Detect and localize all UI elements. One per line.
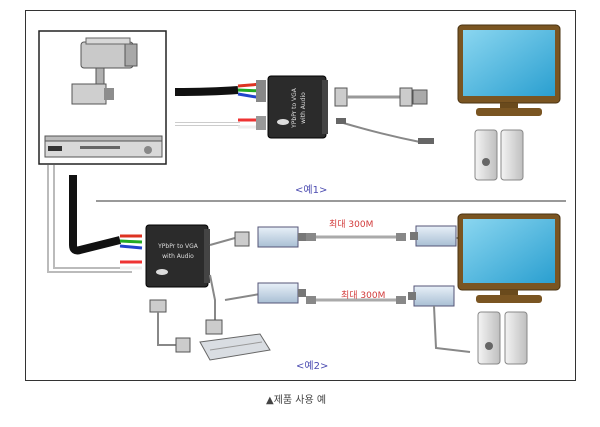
utp-cables — [306, 233, 406, 304]
converter-box-1: YPbPr to VGA with Audio — [267, 75, 328, 139]
example1-cables-out — [334, 87, 434, 144]
converter1-line1: YPbPr to VGA — [291, 87, 298, 129]
converter1-line2: with Audio — [300, 92, 307, 124]
cctv-camera-icon — [71, 37, 138, 105]
example2-cables-in — [47, 165, 143, 273]
vga-splitter — [149, 299, 271, 361]
example1-cables-in — [174, 80, 266, 130]
example2-label: <예2> — [296, 361, 329, 372]
monitor-1-icon — [457, 24, 561, 116]
distance1-label: 최대 300M — [329, 220, 374, 230]
dvd-player-icon — [44, 135, 163, 158]
distance2-label: 최대 300M — [341, 291, 386, 301]
monitor-2-icon — [457, 213, 561, 303]
example1-label: <예1> — [295, 185, 328, 196]
example2-transmitters — [205, 226, 306, 335]
speakers-1-icon — [474, 129, 524, 181]
converter2-line2: with Audio — [162, 253, 194, 260]
caption: ▲제품 사용 예 — [266, 395, 327, 406]
converter2-line1: YPbPr to VGA — [157, 243, 199, 250]
example2-receivers — [408, 225, 471, 353]
converter-box-2: YPbPr to VGA with Audio — [145, 224, 210, 288]
speakers-2-icon — [477, 311, 528, 365]
source-devices — [38, 30, 167, 165]
